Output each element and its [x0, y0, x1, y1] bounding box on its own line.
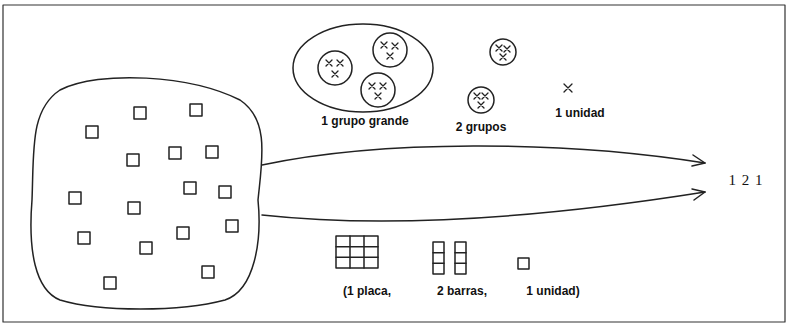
frame: [3, 5, 785, 322]
set-outline: [31, 78, 262, 309]
numeral-result: 1 2 1: [729, 172, 764, 189]
unit-cross: [564, 84, 572, 92]
mapping-arrows: [262, 146, 705, 221]
block-label: 1 unidad): [526, 285, 579, 298]
unit-label: 1 unidad: [555, 107, 604, 120]
group-label: 2 grupos: [456, 121, 507, 134]
block-label: 2 barras,: [437, 285, 487, 298]
unit-squares: [69, 104, 238, 289]
block-label: (1 placa,: [343, 285, 391, 298]
base-blocks: [336, 236, 529, 274]
big-group: [293, 24, 433, 112]
small-groups: [468, 39, 516, 113]
group-label: 1 grupo grande: [321, 115, 408, 128]
